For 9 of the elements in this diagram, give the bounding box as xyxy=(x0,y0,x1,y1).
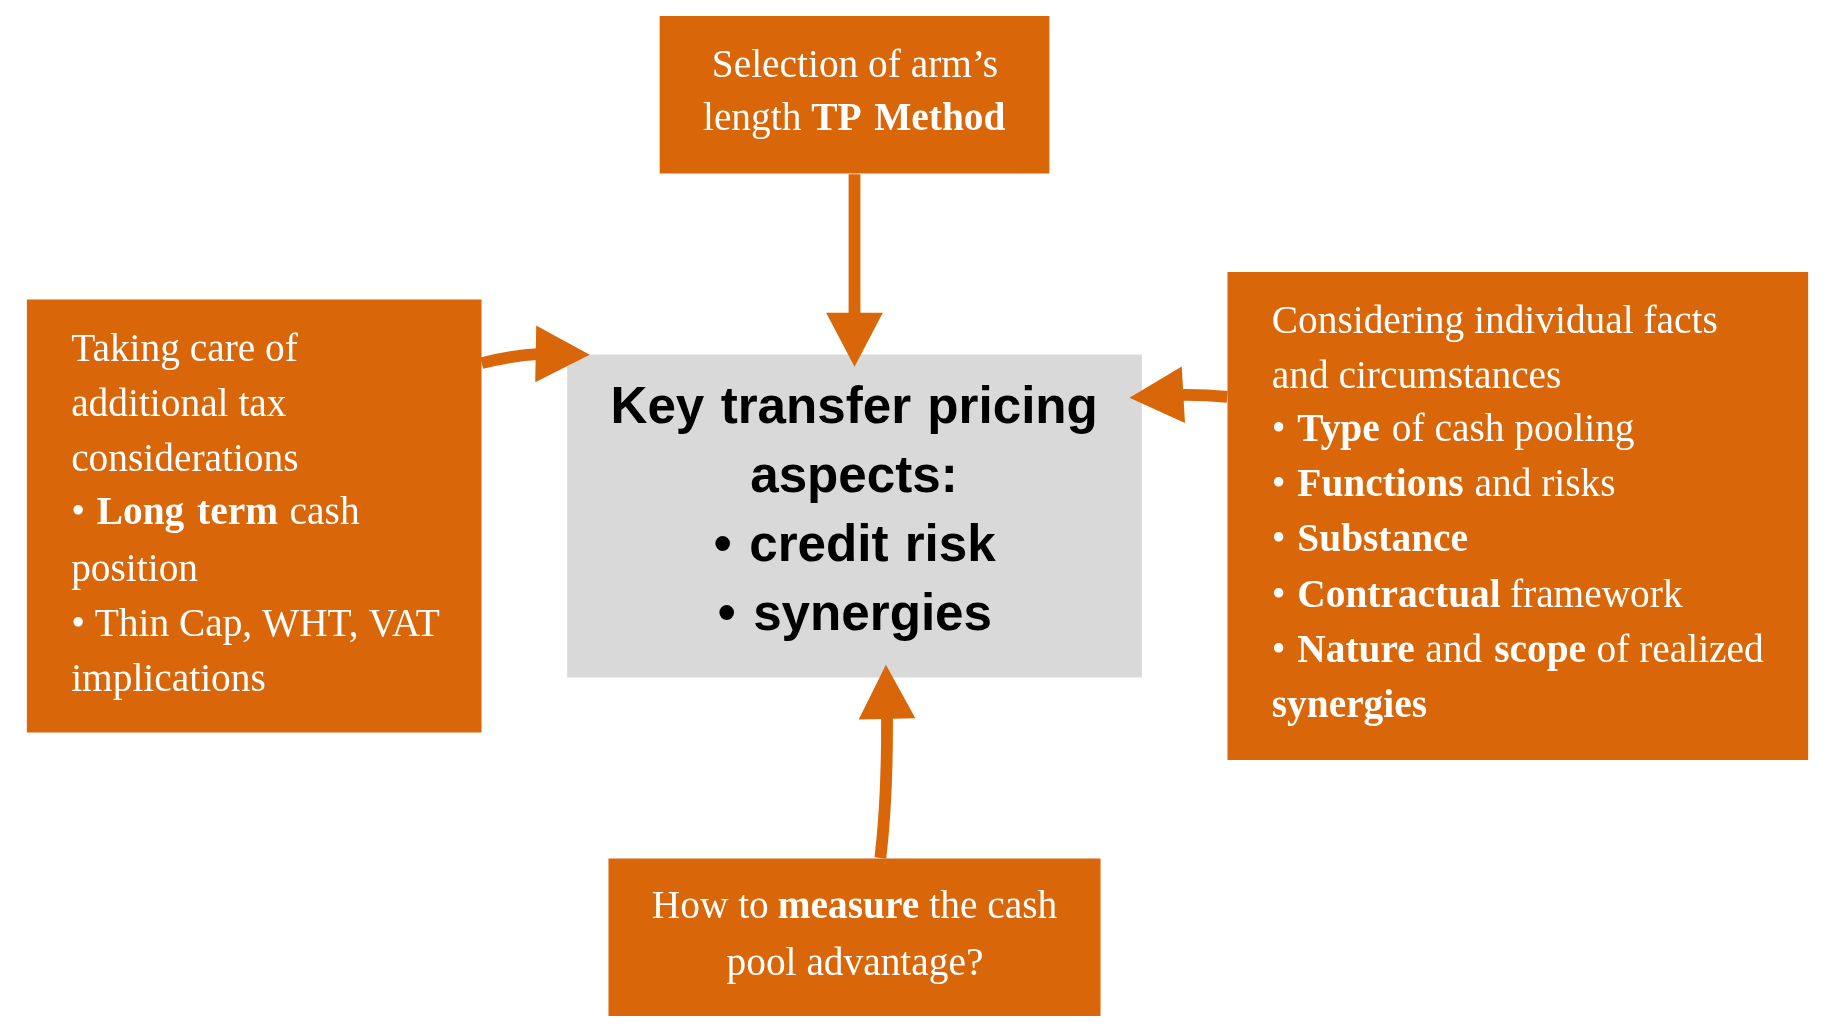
arrow xyxy=(1129,366,1228,424)
arrow xyxy=(480,325,590,383)
arrow xyxy=(858,664,916,859)
node-box: Considering individual facts and circumstances • Type of cash pooling • Functions and risks • Substance • Contractual framework • Nature and scope of realized synergies xyxy=(1227,271,1809,761)
arrow xyxy=(826,174,883,367)
node-box: Taking care of additional tax considerations • Long term cash position • Thin Cap, WHT, VAT implications xyxy=(26,299,482,733)
node-box: How to measure the cash pool advantage? xyxy=(608,858,1101,1016)
node-box: Selection of arm’s length TP Method xyxy=(659,16,1050,174)
node-box: Key transfer pricing aspects: • credit risk • synergies xyxy=(567,354,1142,678)
